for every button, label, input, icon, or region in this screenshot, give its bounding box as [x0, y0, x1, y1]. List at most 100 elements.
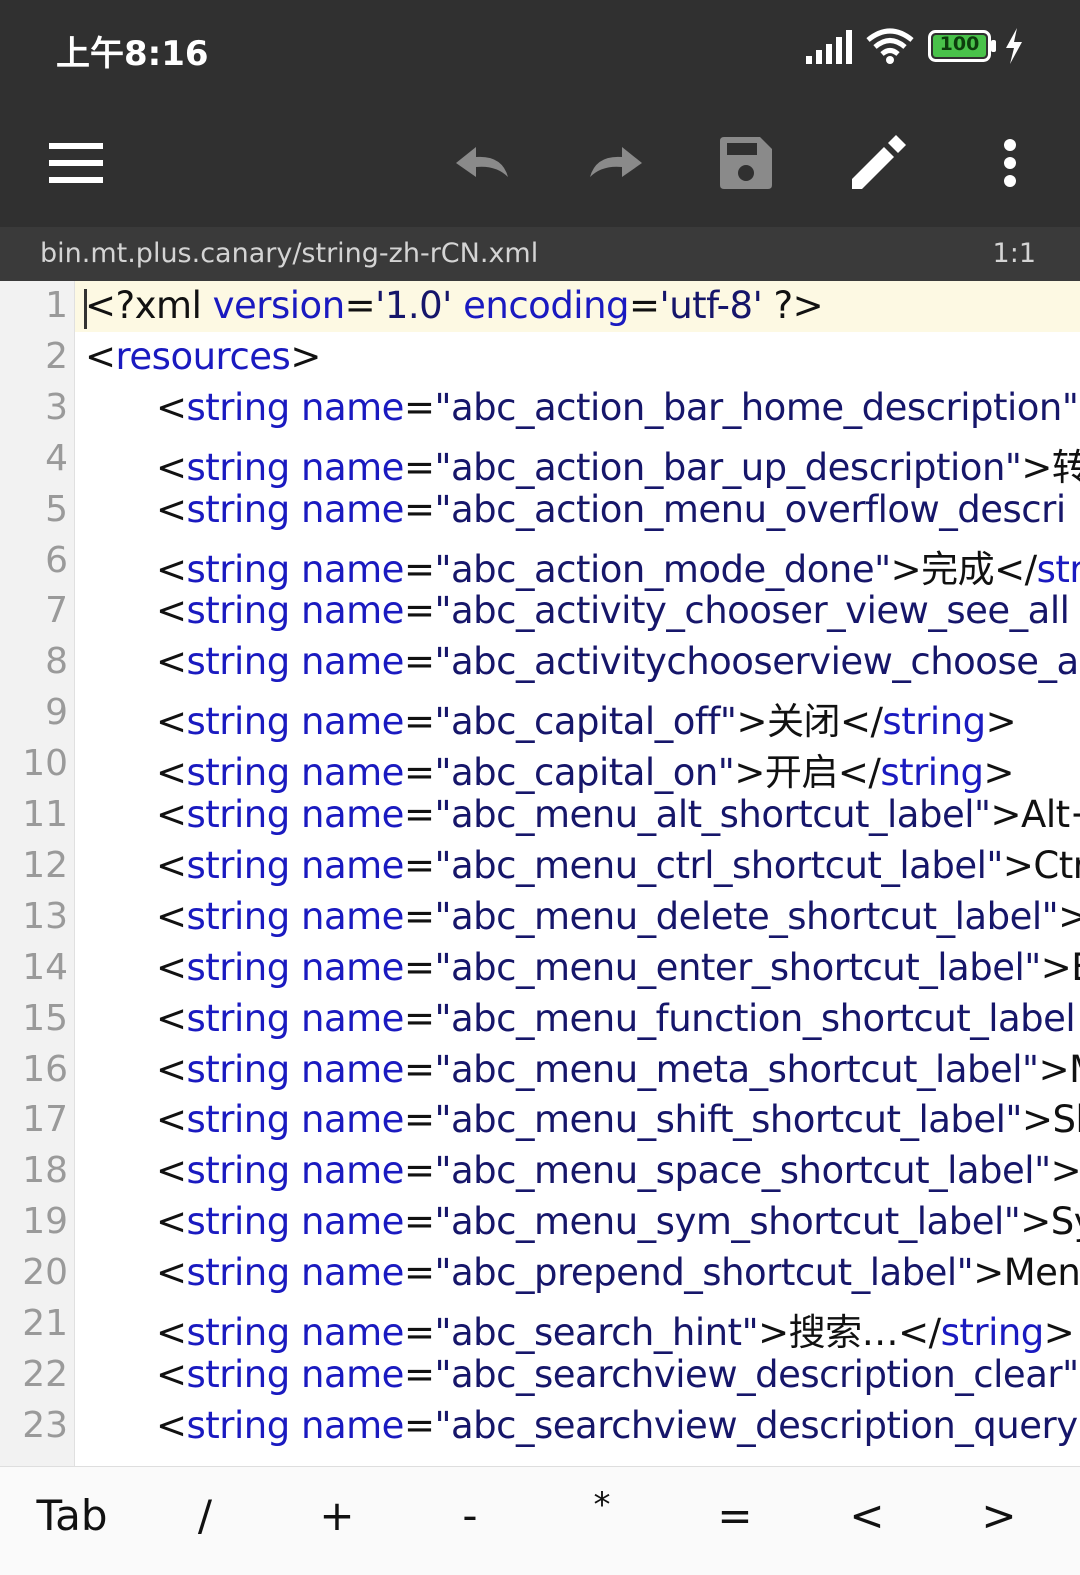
code-line[interactable]: 15 <string name="abc_menu_function_shortc… [0, 994, 1080, 1045]
line-number: 7 [45, 590, 68, 632]
edit-button[interactable] [830, 115, 926, 211]
code-token-punc: < [156, 894, 187, 938]
line-code: <string name="abc_action_bar_home_descri… [156, 385, 1079, 429]
code-line[interactable]: 9<string name="abc_capital_off">关闭</stri… [0, 688, 1080, 743]
code-line[interactable]: 22<string name="abc_searchview_descripti… [0, 1350, 1080, 1401]
code-token-punc: < [156, 751, 187, 795]
code-token-punc: >E [1040, 945, 1080, 989]
line-number: 12 [22, 844, 68, 886]
code-line[interactable]: 10 <string name="abc_capital_on">开启</stri… [0, 739, 1080, 794]
code-token-attr: name [301, 1149, 404, 1193]
line-code: <string name="abc_action_bar_up_descript… [156, 437, 1080, 491]
line-number: 15 [22, 997, 68, 1039]
code-line[interactable]: 5<string name="abc_action_menu_overflow_… [0, 485, 1080, 536]
code-line[interactable]: 6 <string name="abc_action_mode_done">完成<… [0, 536, 1080, 591]
line-code: <string name="abc_menu_function_shortcut… [156, 996, 1076, 1040]
code-token-punc: = [403, 843, 435, 887]
code-token-punc: = [403, 1403, 435, 1447]
key-asterisk[interactable]: * [593, 1485, 611, 1525]
redo-button[interactable] [566, 115, 662, 211]
code-token-val: "abc_prepend_shortcut_label" [434, 1251, 974, 1295]
code-token-punc: <?xml [85, 284, 213, 327]
code-token-attr: name [301, 589, 404, 633]
code-line[interactable]: 12<string name="abc_menu_ctrl_shortcut_l… [0, 841, 1080, 892]
line-code: <string name="abc_action_mode_done">完成</… [156, 539, 1080, 593]
save-button[interactable] [698, 115, 794, 211]
undo-icon [456, 147, 508, 177]
code-token-tag: string [940, 1311, 1045, 1354]
key-minus[interactable]: - [462, 1491, 478, 1540]
line-code: <string name="abc_searchview_description… [156, 1404, 1078, 1447]
line-code: <string name="abc_action_menu_overflow_d… [156, 488, 1066, 531]
code-token-punc: = [403, 945, 435, 989]
line-code: <?xml version='1.0' encoding='utf-8' ?> [85, 284, 824, 327]
line-code: <string name="abc_search_hint">搜索…</stri… [156, 1302, 1075, 1356]
code-line[interactable]: 2<resources> [0, 332, 1080, 383]
code-token-punc: < [156, 843, 187, 887]
code-token-punc: = [403, 700, 435, 744]
key-greater-than[interactable]: > [981, 1491, 1017, 1540]
line-number: 18 [22, 1150, 68, 1192]
key-plus[interactable]: + [319, 1491, 355, 1540]
code-line[interactable]: 23<string name="abc_searchview_descripti… [0, 1401, 1080, 1452]
code-line[interactable]: 17<string name="abc_menu_shift_shortcut_… [0, 1095, 1080, 1146]
code-line[interactable]: 18<string name="abc_menu_space_shortcut_… [0, 1146, 1080, 1197]
line-code: <string name="abc_capital_on">开启</string… [156, 742, 1015, 796]
battery-level: 100 [939, 33, 980, 55]
code-token-punc: < [156, 1047, 187, 1091]
line-number: 6 [45, 539, 68, 581]
code-token-punc: < [156, 996, 187, 1040]
code-line[interactable]: 19<string name="abc_menu_sym_shortcut_la… [0, 1197, 1080, 1248]
code-token-val: "abc_menu_sym_shortcut_label" [434, 1200, 1021, 1244]
code-line[interactable]: 16<string name="abc_menu_meta_shortcut_l… [0, 1045, 1080, 1096]
more-icon [1004, 139, 1016, 187]
code-line[interactable]: 14<string name="abc_menu_enter_shortcut_… [0, 943, 1080, 994]
code-token-tag: string [186, 547, 301, 591]
key-slash[interactable]: / [197, 1491, 213, 1540]
code-token-val: "abc_action_menu_overflow_descri [434, 487, 1066, 531]
code-line[interactable]: 20<string name="abc_prepend_shortcut_lab… [0, 1248, 1080, 1299]
code-token-val: "abc_menu_function_shortcut_label [434, 996, 1076, 1040]
code-token-val: "abc_menu_delete_shortcut_label" [434, 894, 1059, 938]
code-token-tag: string [186, 487, 301, 531]
line-number: 2 [45, 335, 68, 377]
code-line[interactable]: 13<string name="abc_menu_delete_shortcut… [0, 892, 1080, 943]
code-line[interactable]: 4<string name="abc_action_bar_up_descrip… [0, 434, 1080, 489]
code-line[interactable]: 3<string name="abc_action_bar_home_descr… [0, 383, 1080, 434]
code-editor[interactable]: 1<?xml version='1.0' encoding='utf-8' ?>… [0, 281, 1080, 1466]
code-token-val: "abc_activitychooserview_choose_a [434, 640, 1079, 684]
code-token-punc: >Sy [1020, 1200, 1080, 1244]
code-token-val: "abc_menu_enter_shortcut_label" [434, 945, 1041, 989]
menu-button[interactable] [28, 115, 124, 211]
code-token-punc: >搜索…</ [758, 1311, 941, 1354]
code-token-tag: string [882, 700, 986, 744]
code-token-punc: >Alt+ [990, 793, 1080, 836]
more-button[interactable] [962, 115, 1058, 211]
line-code: <string name="abc_menu_alt_shortcut_labe… [156, 793, 1080, 836]
line-number: 17 [22, 1099, 68, 1141]
code-token-punc: = [403, 793, 435, 836]
line-code: <string name="abc_menu_enter_shortcut_la… [156, 946, 1080, 989]
line-number-gutter [0, 281, 75, 1466]
key-tab[interactable]: Tab [36, 1491, 108, 1540]
code-token-tag: string [186, 793, 301, 836]
line-number: 10 [22, 743, 68, 785]
key-less-than[interactable]: < [849, 1491, 885, 1540]
code-line[interactable]: 8<string name="abc_activitychooserview_c… [0, 637, 1080, 688]
code-token-attr: encoding [463, 284, 630, 327]
code-line[interactable]: 1<?xml version='1.0' encoding='utf-8' ?> [0, 281, 1080, 332]
code-token-attr: name [301, 1098, 404, 1142]
code-token-punc: = [403, 487, 435, 531]
code-token-val: "abc_activity_chooser_view_see_all [434, 589, 1070, 633]
code-line[interactable]: 21<string name="abc_search_hint">搜索…</st… [0, 1299, 1080, 1354]
code-token-val: 'utf-8' [659, 284, 774, 327]
code-token-punc: >完成</ [890, 547, 1037, 591]
code-line[interactable]: 7<string name="abc_activity_chooser_view… [0, 586, 1080, 637]
code-token-punc: < [156, 385, 187, 429]
battery-icon [928, 30, 996, 62]
key-equals[interactable]: = [717, 1491, 753, 1540]
code-token-punc: = [403, 1047, 435, 1091]
undo-button[interactable] [436, 115, 532, 211]
code-token-punc: = [403, 445, 435, 489]
code-line[interactable]: 11<string name="abc_menu_alt_shortcut_la… [0, 790, 1080, 841]
